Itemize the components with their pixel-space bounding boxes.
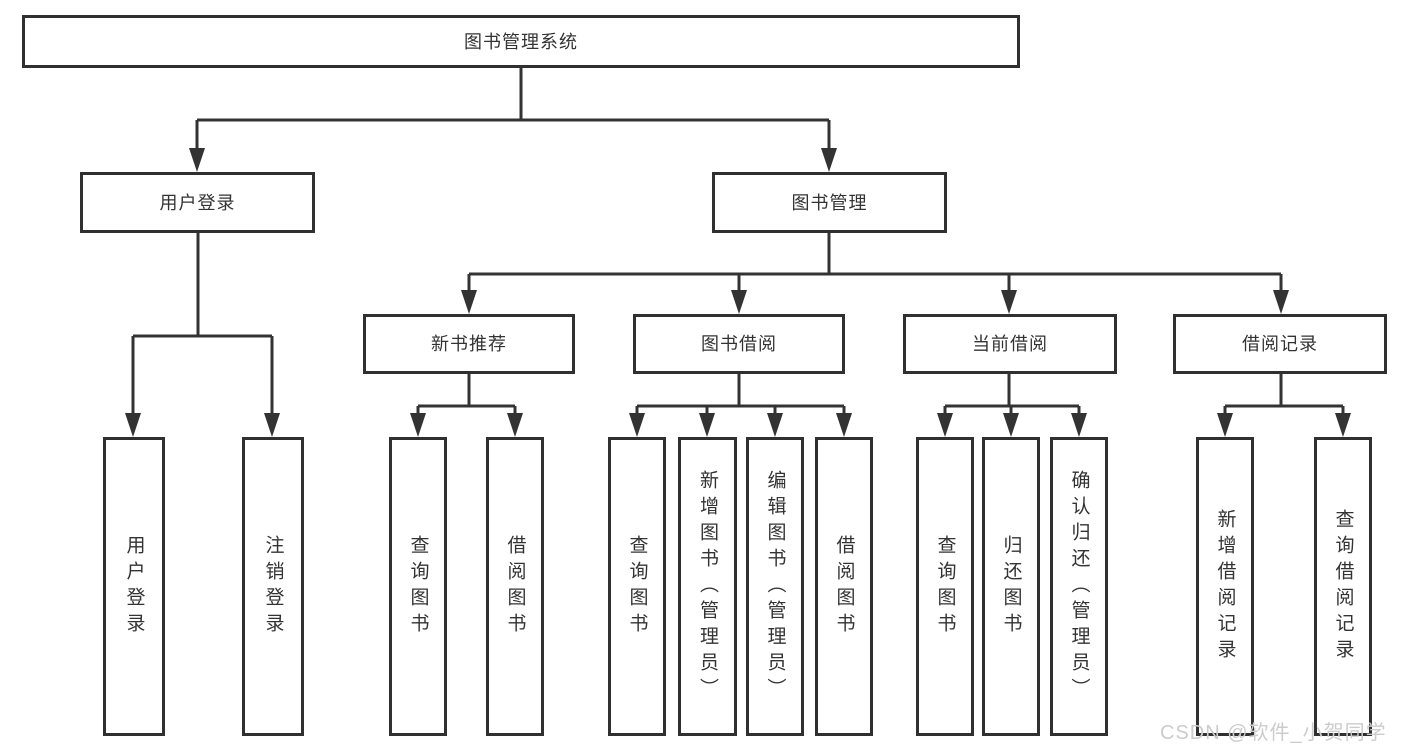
leaf-edit-books-admin: 编辑图书（管理员） bbox=[746, 437, 804, 736]
leaf-return-books: 归还图书 bbox=[982, 437, 1040, 736]
leaf-query-books-borrow: 查询图书 bbox=[608, 437, 666, 736]
node-current-borrow: 当前借阅 bbox=[903, 314, 1117, 374]
leaf-borrow-books-recommend: 借阅图书 bbox=[486, 437, 544, 736]
leaf-add-borrow-record: 新增借阅记录 bbox=[1196, 437, 1254, 736]
node-book-management-module: 图书管理 bbox=[712, 172, 947, 233]
node-book-borrow: 图书借阅 bbox=[633, 314, 845, 374]
leaf-logout: 注销登录 bbox=[242, 437, 304, 736]
node-new-book-recommend: 新书推荐 bbox=[363, 314, 575, 374]
node-borrow-records: 借阅记录 bbox=[1173, 314, 1387, 374]
node-user-login-module: 用户登录 bbox=[80, 172, 315, 233]
leaf-user-login: 用户登录 bbox=[103, 437, 165, 736]
leaf-add-books-admin: 新增图书（管理员） bbox=[678, 437, 737, 736]
csdn-watermark: CSDN @软件_小贺同学 bbox=[1160, 722, 1387, 744]
leaf-borrow-books: 借阅图书 bbox=[815, 437, 873, 736]
leaf-query-borrow-record: 查询借阅记录 bbox=[1314, 437, 1372, 736]
node-root-library-system: 图书管理系统 bbox=[22, 15, 1020, 68]
leaf-confirm-return-admin: 确认归还（管理员） bbox=[1050, 437, 1108, 736]
leaf-query-books-current: 查询图书 bbox=[916, 437, 974, 736]
leaf-query-books-recommend: 查询图书 bbox=[389, 437, 447, 736]
